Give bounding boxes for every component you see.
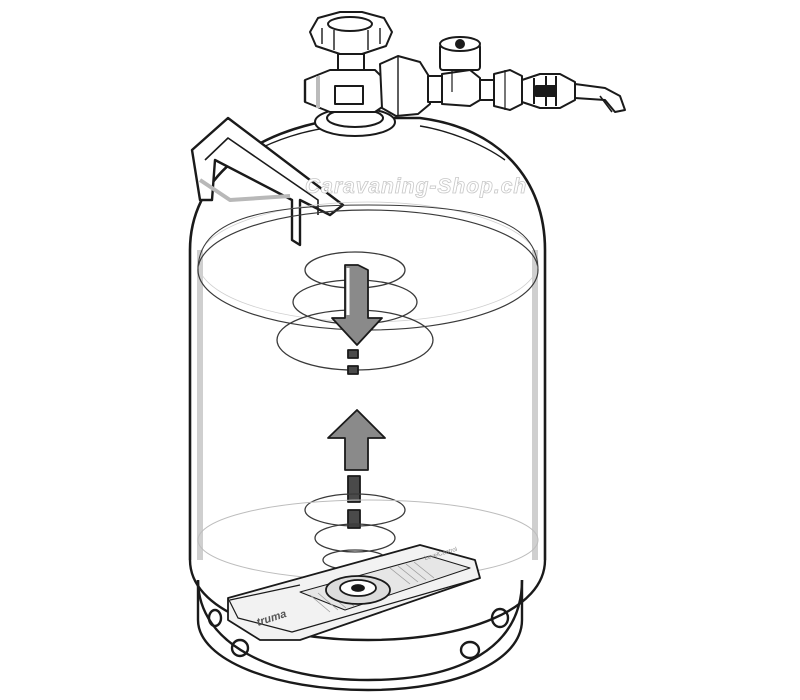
- cylinder-foot-ring: [188, 559, 547, 692]
- valve-collar: [314, 107, 396, 137]
- valve-assembly: [303, 11, 626, 117]
- up-arrow: [327, 409, 386, 529]
- level-sensor: [227, 544, 481, 641]
- watermark: Caravaning-Shop.ch: [305, 175, 527, 198]
- down-arrow: [331, 264, 383, 375]
- carry-handle: [190, 116, 345, 247]
